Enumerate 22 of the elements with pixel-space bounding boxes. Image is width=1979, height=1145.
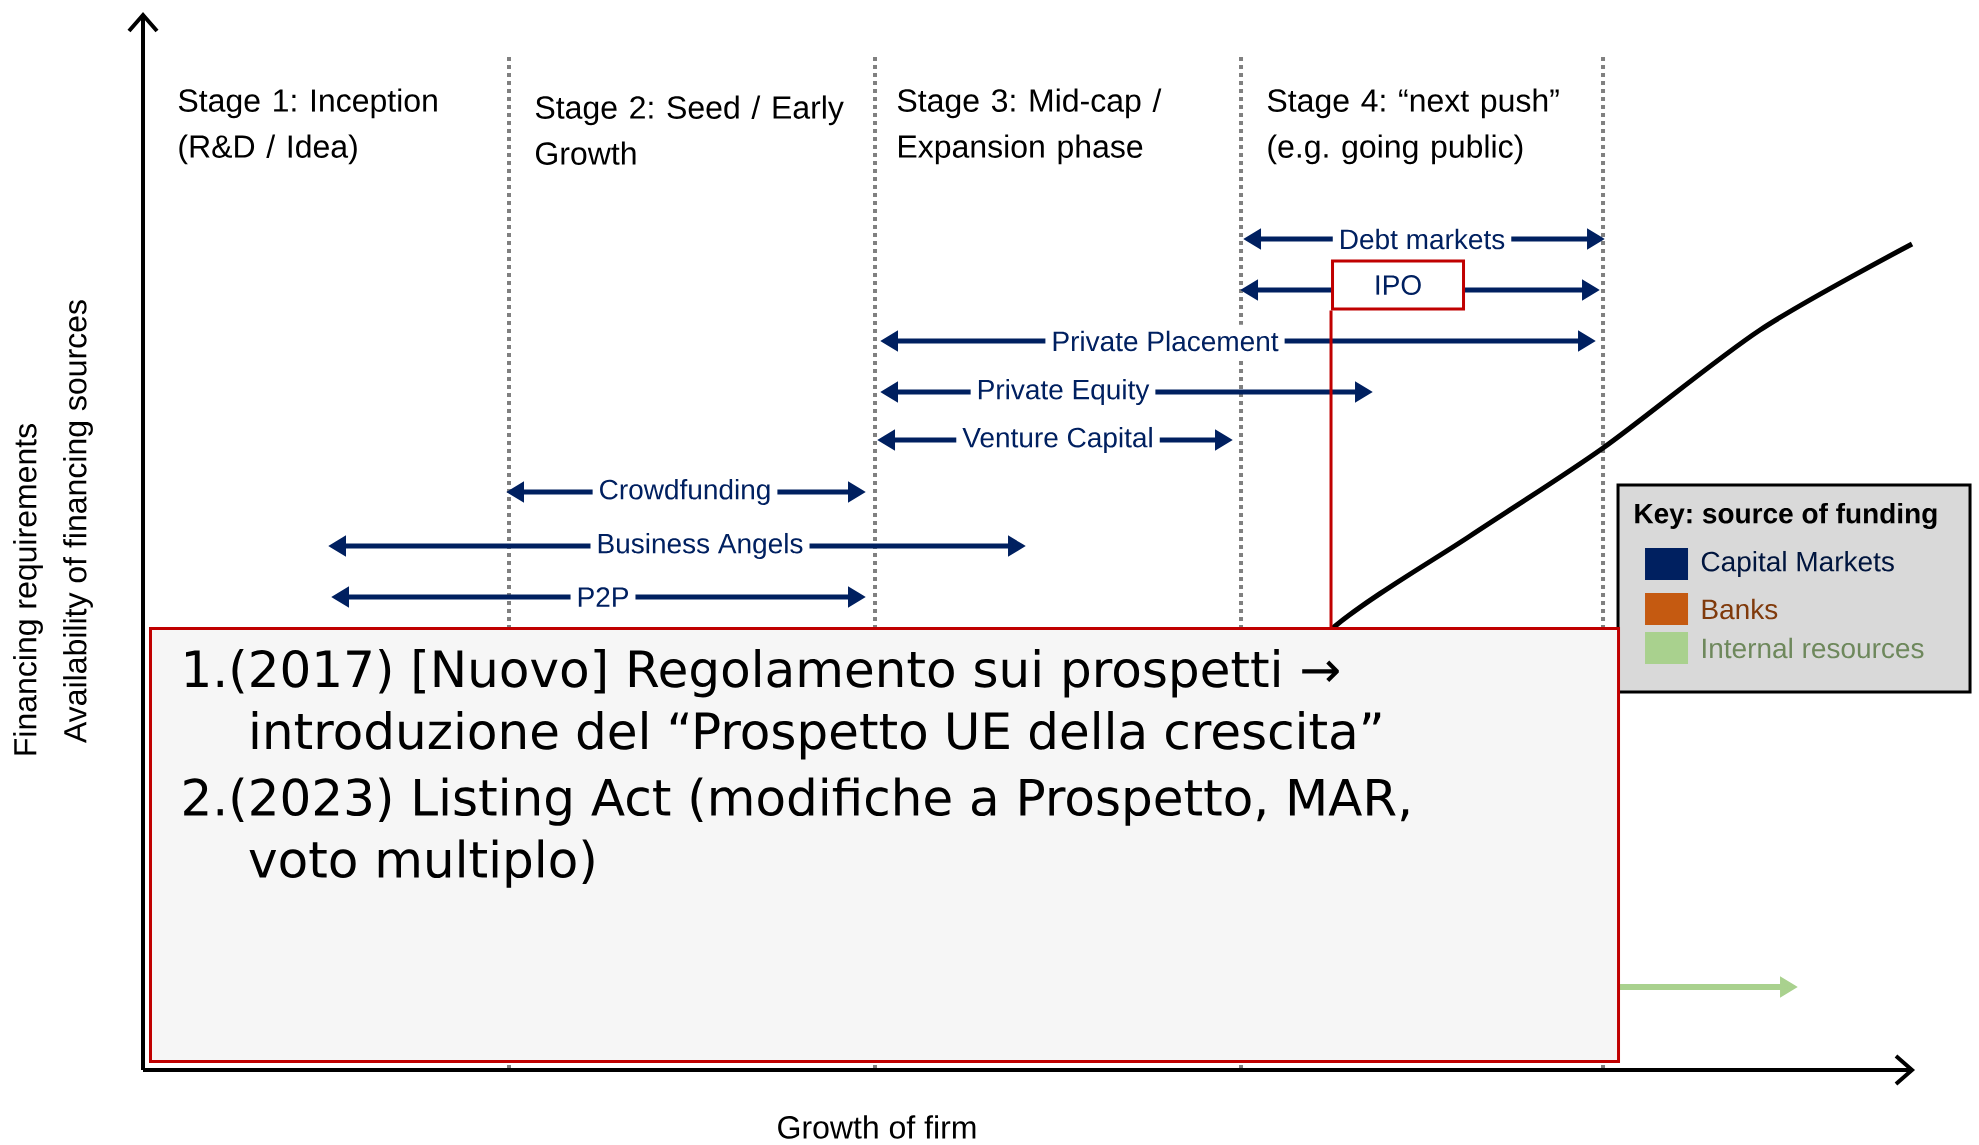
axis-label: Availability of financing sources	[63, 300, 93, 743]
stage-label: Stage 4: “next push” (e.g. going public)	[1267, 88, 1559, 165]
connector-line	[1329, 310, 1333, 627]
arrow-label: Debt markets	[1332, 222, 1512, 256]
axis-label: Growth of firm	[778, 1115, 976, 1139]
arrow-label: Venture Capital	[956, 420, 1160, 460]
legend-label: Capital Markets	[1701, 550, 1894, 578]
arrow-label: Private Equity	[970, 372, 1156, 412]
highlight-box: IPO	[1331, 259, 1466, 311]
stage-label: Stage 1: Inception (R&D / Idea)	[178, 88, 437, 165]
label: Key: source of funding	[1635, 502, 1937, 530]
arrow-label: P2P	[570, 581, 636, 613]
text-box: 1.(2017) [Nuovo] Regolamento sui prospetti → introduzione del “Prospetto UE della crescita” 2.(2023) Listing Act (modifiche a Prospetto, MAR, voto multiplo)	[149, 627, 1621, 1063]
arrow-label: Crowdfunding	[592, 472, 778, 512]
stage-label: Stage 2: Seed / Early Growth	[535, 95, 844, 165]
legend-box: Key: source of funding Capital Markets Banks Internal resources	[1616, 483, 1972, 694]
axis-label: Financing requirements	[13, 424, 43, 755]
stage-label: Stage 3: Mid-cap / Expansion phase	[897, 88, 1162, 165]
legend-label: Internal resources	[1703, 637, 1924, 659]
legend-label: Banks	[1702, 598, 1778, 620]
arrow-label: Private Placement	[1045, 324, 1285, 358]
arrow-label: Business Angels	[590, 526, 810, 566]
